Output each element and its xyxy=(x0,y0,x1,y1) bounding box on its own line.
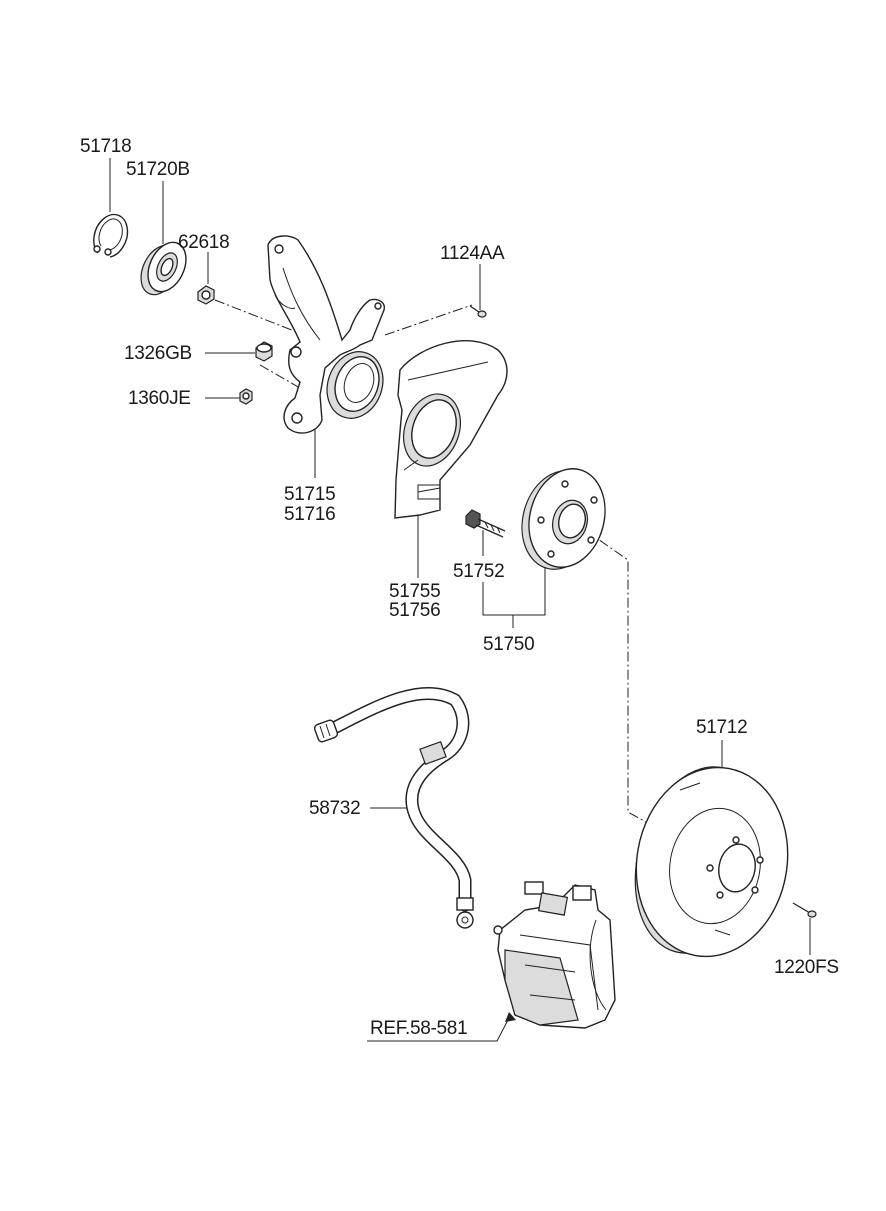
brake-hose xyxy=(313,686,474,929)
label-62618: 62618 xyxy=(178,232,230,253)
brake-caliper xyxy=(493,881,616,1029)
bolt-1124aa xyxy=(469,305,487,318)
label-1124aa: 1124AA xyxy=(440,243,505,264)
label-1326gb: 1326GB xyxy=(124,343,192,364)
label-51718: 51718 xyxy=(80,136,132,157)
wheel-bearing xyxy=(140,241,187,296)
label-51716: 51716 xyxy=(284,504,336,525)
label-51756: 51756 xyxy=(389,600,441,621)
label-1360je: 1360JE xyxy=(128,388,191,409)
snap-ring xyxy=(93,213,129,258)
label-58732: 58732 xyxy=(309,798,361,819)
steering-knuckle xyxy=(267,235,385,434)
wheel-hub xyxy=(521,468,606,570)
label-51750: 51750 xyxy=(483,634,535,655)
leader-lines xyxy=(109,158,811,1042)
nut-62618 xyxy=(197,285,215,305)
hub-bolt xyxy=(465,509,506,538)
label-51752: 51752 xyxy=(453,561,505,582)
label-1220fs: 1220FS xyxy=(774,957,839,978)
label-51720b: 51720B xyxy=(126,159,190,180)
label-ref-58-581: REF.58-581 xyxy=(370,1018,468,1039)
label-51755: 51755 xyxy=(389,581,441,602)
label-51715: 51715 xyxy=(284,484,336,505)
label-51712: 51712 xyxy=(696,717,748,738)
dust-cover xyxy=(394,340,508,519)
assembly-lines xyxy=(214,299,661,831)
screw-1220fs xyxy=(792,902,817,918)
nut-1360je xyxy=(239,388,253,405)
nut-1326gb xyxy=(255,341,273,362)
brake-disc xyxy=(634,766,789,958)
